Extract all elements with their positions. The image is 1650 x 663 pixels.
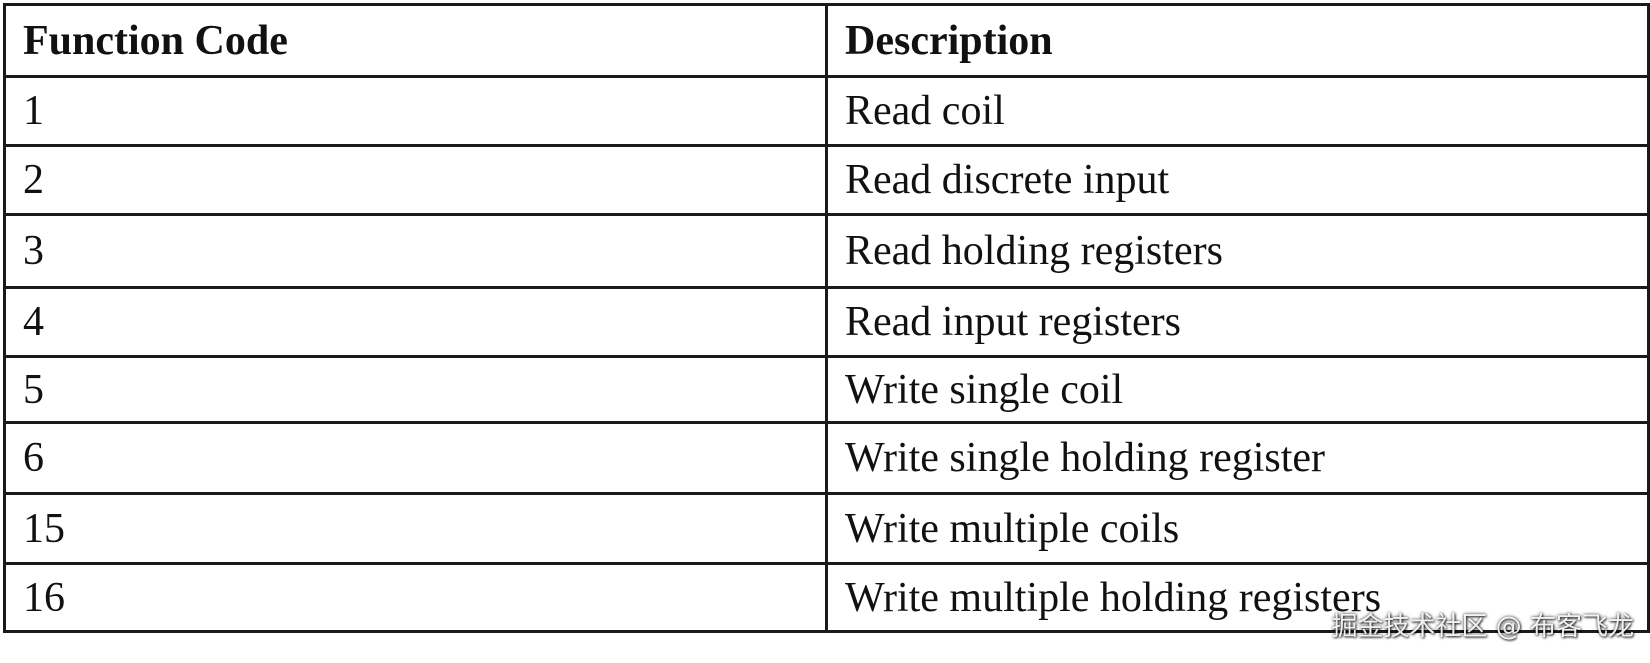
description-cell: Read input registers xyxy=(825,286,1650,358)
function-code-cell: 2 xyxy=(3,144,828,216)
description-cell: Write multiple holding registers xyxy=(825,562,1650,633)
function-code-cell: 16 xyxy=(3,562,828,633)
function-code-table: Function Code Description 1 Read coil 2 … xyxy=(3,3,1650,633)
description-cell: Write single holding register xyxy=(825,421,1650,495)
description-cell: Read discrete input xyxy=(825,144,1650,216)
description-cell: Write multiple coils xyxy=(825,492,1650,565)
table-row: 15 Write multiple coils xyxy=(3,492,1650,565)
function-code-cell: 6 xyxy=(3,421,828,495)
table-row: 16 Write multiple holding registers xyxy=(3,562,1650,633)
table-header-row: Function Code Description xyxy=(3,3,1650,78)
table-row: 5 Write single coil xyxy=(3,355,1650,424)
header-function-code: Function Code xyxy=(3,3,828,78)
function-code-cell: 1 xyxy=(3,75,828,147)
table-row: 2 Read discrete input xyxy=(3,144,1650,216)
table-row: 4 Read input registers xyxy=(3,286,1650,358)
header-description: Description xyxy=(825,3,1650,78)
table-row: 1 Read coil xyxy=(3,75,1650,147)
description-cell: Write single coil xyxy=(825,355,1650,424)
function-code-cell: 3 xyxy=(3,213,828,289)
description-cell: Read holding registers xyxy=(825,213,1650,289)
function-code-cell: 15 xyxy=(3,492,828,565)
function-code-cell: 4 xyxy=(3,286,828,358)
description-cell: Read coil xyxy=(825,75,1650,147)
function-code-cell: 5 xyxy=(3,355,828,424)
table-row: 6 Write single holding register xyxy=(3,421,1650,495)
function-code-table-container: Function Code Description 1 Read coil 2 … xyxy=(3,3,1650,633)
table-row: 3 Read holding registers xyxy=(3,213,1650,289)
